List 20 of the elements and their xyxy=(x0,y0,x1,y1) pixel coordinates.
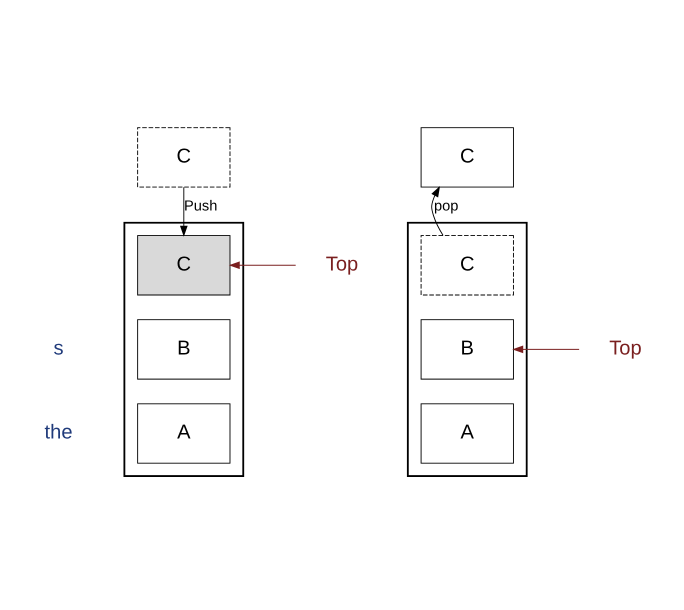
node-box: C xyxy=(137,126,230,188)
edge-label: pop xyxy=(434,198,458,214)
label: the xyxy=(44,421,73,444)
node-box: C xyxy=(420,126,514,188)
node-text: Top xyxy=(609,337,642,360)
node-box: B xyxy=(420,318,514,380)
node-box: C xyxy=(420,234,514,295)
node-box: B xyxy=(137,318,230,380)
arrow xyxy=(512,345,580,353)
node-text: Top xyxy=(326,252,358,275)
arrow xyxy=(228,260,296,269)
arrow xyxy=(180,186,188,236)
node-box: A xyxy=(137,402,230,464)
node-box: A xyxy=(420,402,514,464)
arrow xyxy=(431,186,444,236)
cluster xyxy=(406,221,528,476)
cluster xyxy=(123,221,244,476)
label: s xyxy=(54,337,64,360)
edge-label: Push xyxy=(184,198,218,214)
node-box: C xyxy=(137,234,230,295)
